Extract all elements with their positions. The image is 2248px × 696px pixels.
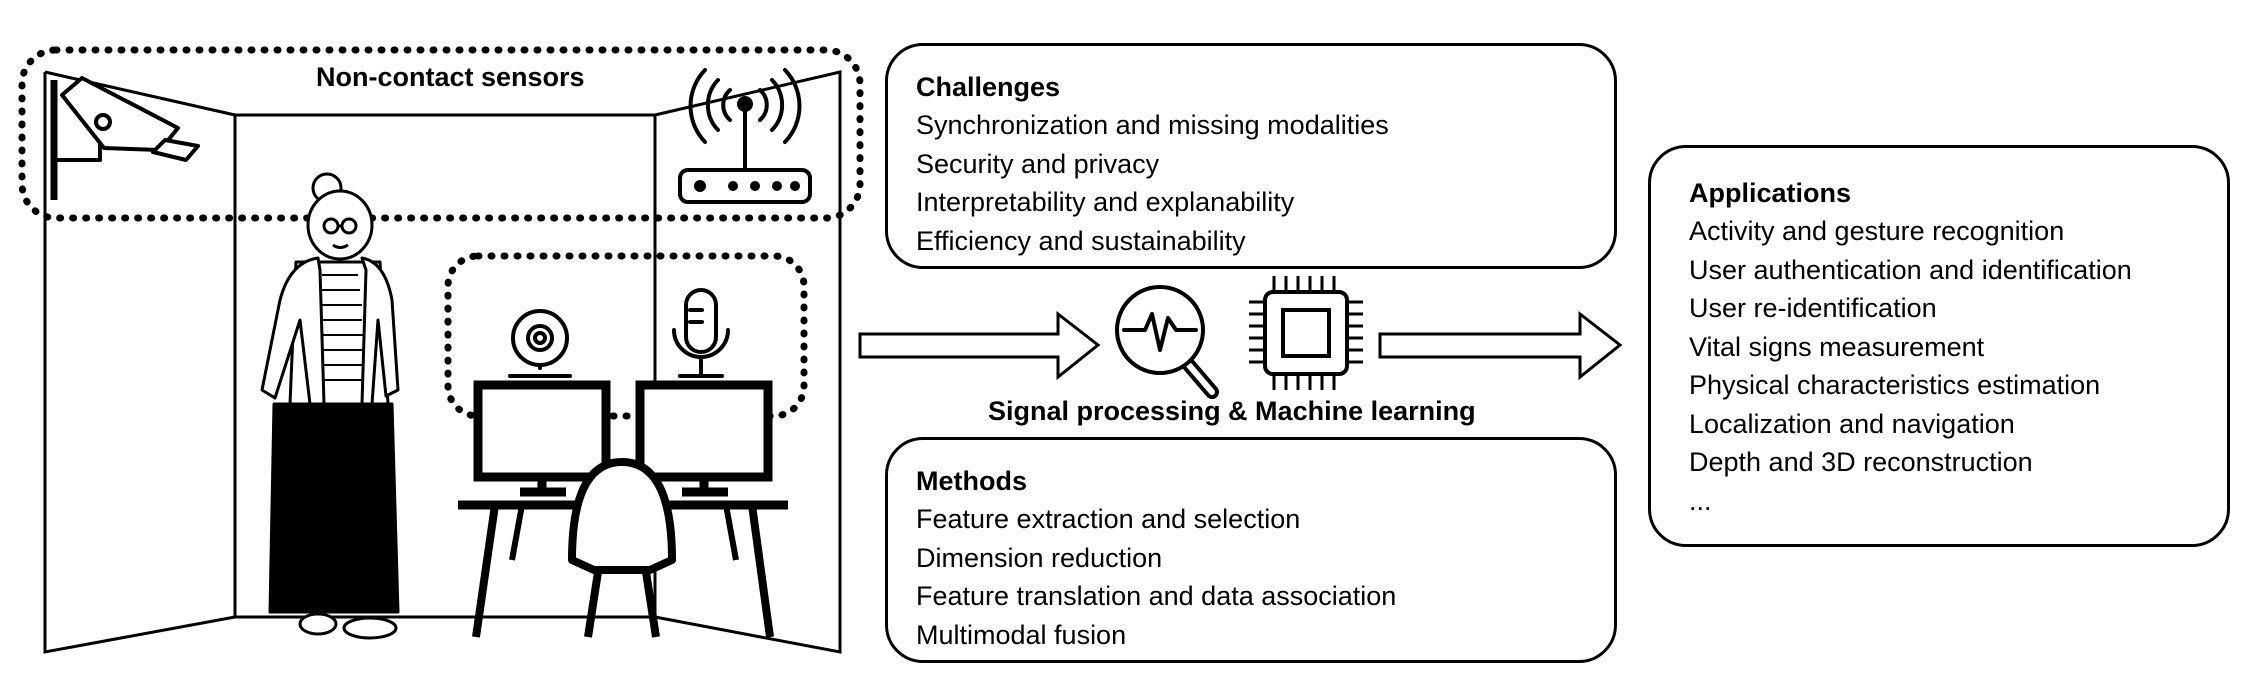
- signal-magnifier-icon: [1115, 285, 1219, 399]
- room-walls: [43, 70, 842, 654]
- application-item: Depth and 3D reconstruction: [1689, 447, 2033, 477]
- wifi-router-icon: [678, 68, 812, 204]
- methods-title: Methods: [916, 466, 1027, 496]
- method-item: Feature extraction and selection: [916, 504, 1301, 534]
- application-item: ...: [1689, 485, 1712, 516]
- methods-list: Feature extraction and selection Dimensi…: [916, 500, 1614, 654]
- method-item: Multimodal fusion: [916, 619, 1127, 650]
- challenge-item: Synchronization and missing modalities: [916, 110, 1389, 140]
- challenge-item: Security and privacy: [916, 148, 1160, 179]
- webcam-icon: [508, 309, 572, 378]
- chair-icon: [568, 458, 676, 638]
- cpu-chip-icon: [1249, 276, 1363, 390]
- desk-sensors-region: [444, 252, 808, 420]
- applications-box: Applications Activity and gesture recogn…: [1648, 145, 2230, 547]
- challenges-title: Challenges: [916, 72, 1061, 102]
- challenge-item: Interpretability and explanability: [916, 187, 1295, 217]
- applications-list: Activity and gesture recognition User au…: [1689, 212, 2227, 520]
- challenges-list: Synchronization and missing modalities S…: [916, 106, 1614, 260]
- challenges-box: Challenges Synchronization and missing m…: [885, 43, 1617, 269]
- application-item: Physical characteristics estimation: [1689, 370, 2101, 400]
- methods-box: Methods Feature extraction and selection…: [885, 437, 1617, 663]
- applications-title: Applications: [1689, 178, 1852, 208]
- sensors-label: Non-contact sensors: [316, 62, 585, 92]
- application-item: Vital signs measurement: [1689, 331, 1985, 362]
- method-item: Feature translation and data association: [916, 581, 1397, 611]
- elderly-woman-figure: [260, 172, 400, 640]
- application-item: User re-identification: [1689, 293, 1937, 323]
- microphone-icon: [672, 288, 730, 378]
- security-camera-icon: [50, 76, 200, 200]
- processing-label: Signal processing & Machine learning: [988, 396, 1476, 426]
- flow-arrow-left: [858, 310, 1101, 381]
- application-item: Activity and gesture recognition: [1689, 216, 2065, 246]
- application-item: User authentication and identification: [1689, 254, 2132, 285]
- challenge-item: Efficiency and sustainability: [916, 225, 1246, 256]
- method-item: Dimension reduction: [916, 542, 1163, 573]
- flow-arrow-right: [1378, 310, 1623, 381]
- ceiling-sensors-region: [18, 46, 864, 222]
- application-item: Localization and navigation: [1689, 408, 2015, 439]
